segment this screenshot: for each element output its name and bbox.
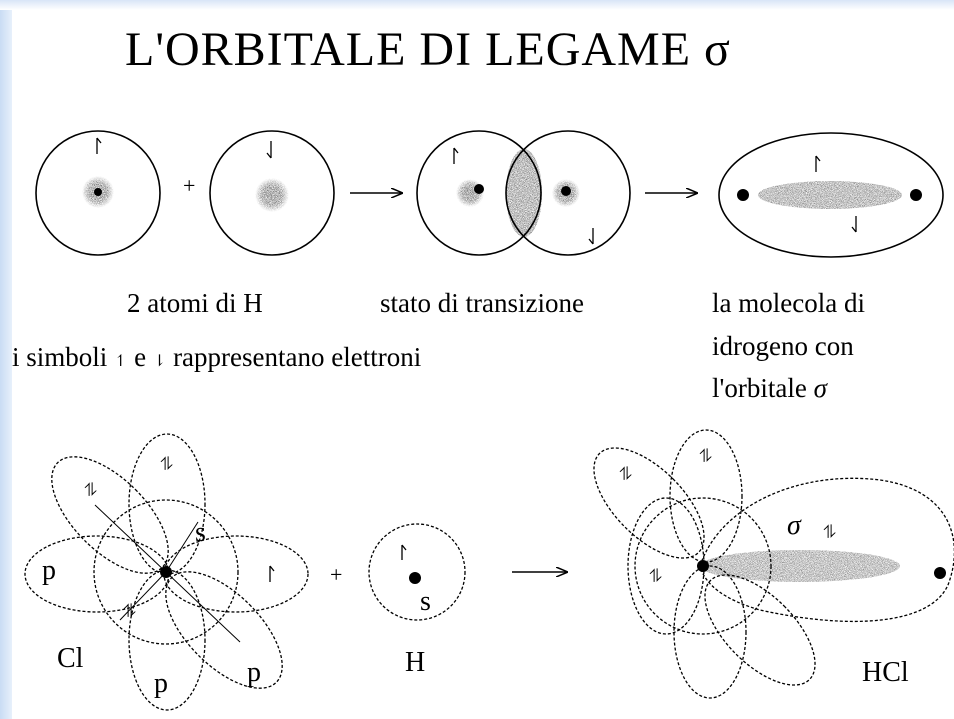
h-atom-2 (209, 130, 335, 256)
left-gradient-band (0, 0, 12, 719)
h2-molecule (718, 132, 944, 258)
electron-pair-icon: ⥮ (823, 522, 837, 542)
cl-s-label: s (195, 517, 206, 548)
transition-nucleus-right (561, 186, 571, 196)
bottom-plus-sign: + (330, 562, 342, 587)
h-atom-1-orbital (35, 130, 161, 256)
h2-molecular-orbital (718, 132, 944, 258)
caption-molecule-line3-text: l'orbitale (712, 373, 814, 403)
h-s-label: s (420, 586, 431, 617)
cl-p-left-label: p (42, 555, 56, 586)
electron-pair-icon: ⥮ (84, 480, 98, 500)
sigma-bond-cloud (758, 181, 902, 209)
cl-label: Cl (57, 643, 84, 674)
legend-electron-up-icon: ↿ (114, 353, 128, 370)
h2-nucleus-left (737, 189, 749, 201)
electron-up-icon (401, 544, 407, 560)
hcl-sigma-cloud (700, 550, 900, 582)
h-atom-1 (35, 130, 161, 256)
top-plus-sign: + (183, 173, 195, 198)
legend-part3: rappresentano elettroni (166, 342, 422, 372)
cl-nucleus (160, 566, 172, 578)
transition-state (416, 130, 631, 256)
electron-pair-icon: ⥮ (123, 601, 137, 621)
top-gradient-band (0, 0, 954, 10)
page-title: L'ORBITALE DI LEGAME σ (125, 23, 731, 76)
hcl-p-lobe-bottom-right (704, 574, 816, 686)
hcl-p-lobe-bottom (673, 565, 747, 699)
electron-down-icon (266, 141, 272, 159)
transition-nucleus-left (474, 184, 484, 194)
cl-s-orbital (93, 499, 239, 645)
electron-pair-icon: ⥮ (160, 454, 174, 474)
hcl-label: HCl (862, 657, 909, 688)
hcl-sigma-label: σ (787, 510, 801, 541)
h-atom-bottom (368, 523, 466, 621)
cl-p-lobe-top-left (51, 456, 169, 574)
legend-part1: i simboli (12, 342, 115, 372)
electron-up-icon (269, 565, 275, 582)
electron-pair-icon: ⥮ (619, 464, 633, 484)
legend-part2: e (127, 342, 153, 372)
hcl-sigma-orbital (699, 477, 954, 623)
cl-p-lobe-bottom (128, 569, 206, 711)
electron-pair-icon: ⥮ (699, 446, 713, 466)
h-atom-2-orbital (209, 130, 335, 256)
hcl-cl-nucleus (697, 560, 709, 572)
cl-p-lobe-right (163, 535, 309, 613)
hcl-p-lobe-top-left (593, 447, 705, 559)
h-label: H (405, 647, 426, 678)
caption-molecule-line2: idrogeno con (712, 331, 854, 361)
overlap-cloud (506, 149, 542, 237)
legend-electron-down-icon: ⇂ (152, 353, 167, 370)
h-atom-2-cloud (255, 178, 289, 212)
legend-electrons: i simboli ↿ e ⇂ rappresentano elettroni (12, 341, 421, 378)
electron-down-icon (588, 228, 594, 245)
electron-down-icon (851, 216, 857, 233)
electron-up-icon (453, 147, 459, 164)
caption-molecule-line1: la molecola di (712, 288, 865, 318)
h-atom-1-nucleus (94, 188, 102, 196)
cl-p-bottom-right-label: p (247, 657, 261, 688)
electron-up-icon (96, 137, 102, 154)
caption-transition: stato di transizione (380, 288, 584, 318)
caption-atoms: 2 atomi di H (127, 288, 263, 318)
h2-nucleus-right (910, 189, 922, 201)
cl-p-bottom-label: p (154, 668, 168, 699)
electron-up-icon (815, 155, 821, 172)
electron-pair-icon: ⥮ (649, 566, 663, 586)
h-nucleus (409, 572, 421, 584)
caption-molecule-line3: l'orbitale σ (712, 372, 827, 404)
hcl-p-lobe-left (627, 497, 705, 635)
h-s-orbital (368, 523, 466, 621)
sigma-symbol: σ (813, 373, 827, 403)
hcl-h-nucleus (934, 567, 946, 579)
